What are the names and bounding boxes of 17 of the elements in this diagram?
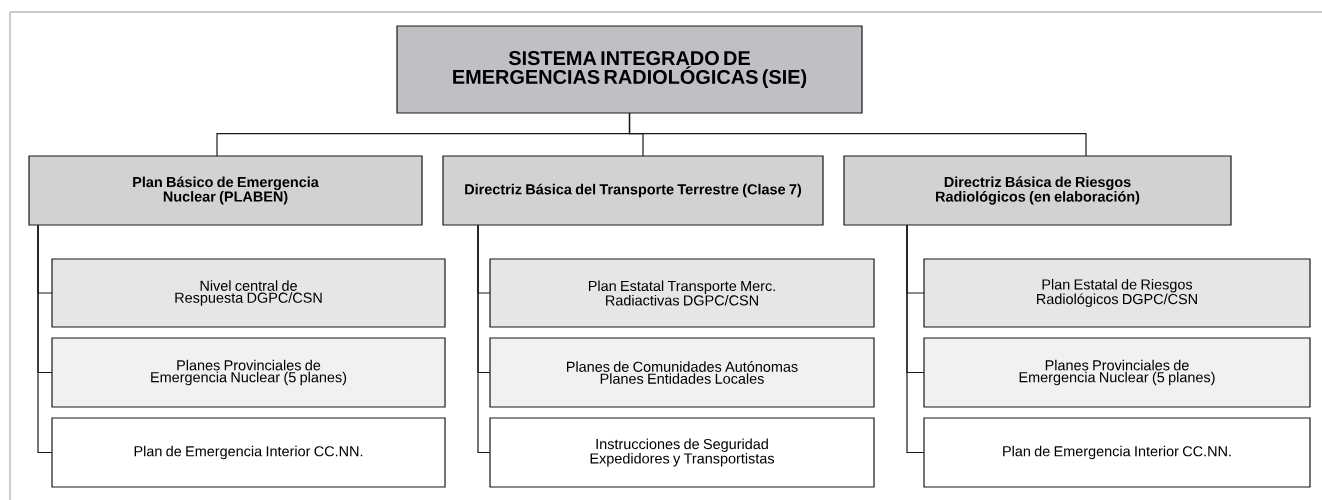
- connector-line: [37, 225, 52, 454]
- sub-plan-box: Nivel central de Respuesta DGPC/CSN: [51, 258, 446, 328]
- sub-plan-box: Planes de Comunidades Autónomas Planes Entidades Locales: [489, 337, 875, 408]
- connector-line: [906, 225, 924, 454]
- sub-plan-box: Planes Provinciales de Emergencia Nuclear (5 planes): [51, 337, 446, 408]
- sub-plan-box: Instrucciones de Seguridad Expedidores y Transportistas: [489, 417, 875, 488]
- sub-plan-box: Planes Provinciales de Emergencia Nuclear (5 planes): [923, 337, 1311, 408]
- sub-plan-box: Plan Estatal de Riesgos Radiológicos DGPC/CSN: [923, 258, 1311, 328]
- connector-line: [628, 113, 1087, 156]
- sub-plan-box: Plan de Emergencia Interior CC.NN.: [923, 417, 1311, 488]
- plan-box: Directriz Básica del Transporte Terrestre (Clase 7): [442, 155, 824, 226]
- sub-plan-box: Plan de Emergencia Interior CC.NN.: [51, 417, 446, 488]
- plan-box: Directriz Básica de Riesgos Radiológicos (en elaboración): [843, 155, 1232, 226]
- connector-line: [477, 225, 490, 454]
- sub-plan-box: Plan Estatal Transporte Merc. Radiactivas DGPC/CSN: [489, 258, 875, 328]
- plan-box: Plan Básico de Emergencia Nuclear (PLABEN): [28, 155, 423, 226]
- title-box: SISTEMA INTEGRADO DE EMERGENCIAS RADIOLÓGICAS (SIE): [396, 25, 863, 114]
